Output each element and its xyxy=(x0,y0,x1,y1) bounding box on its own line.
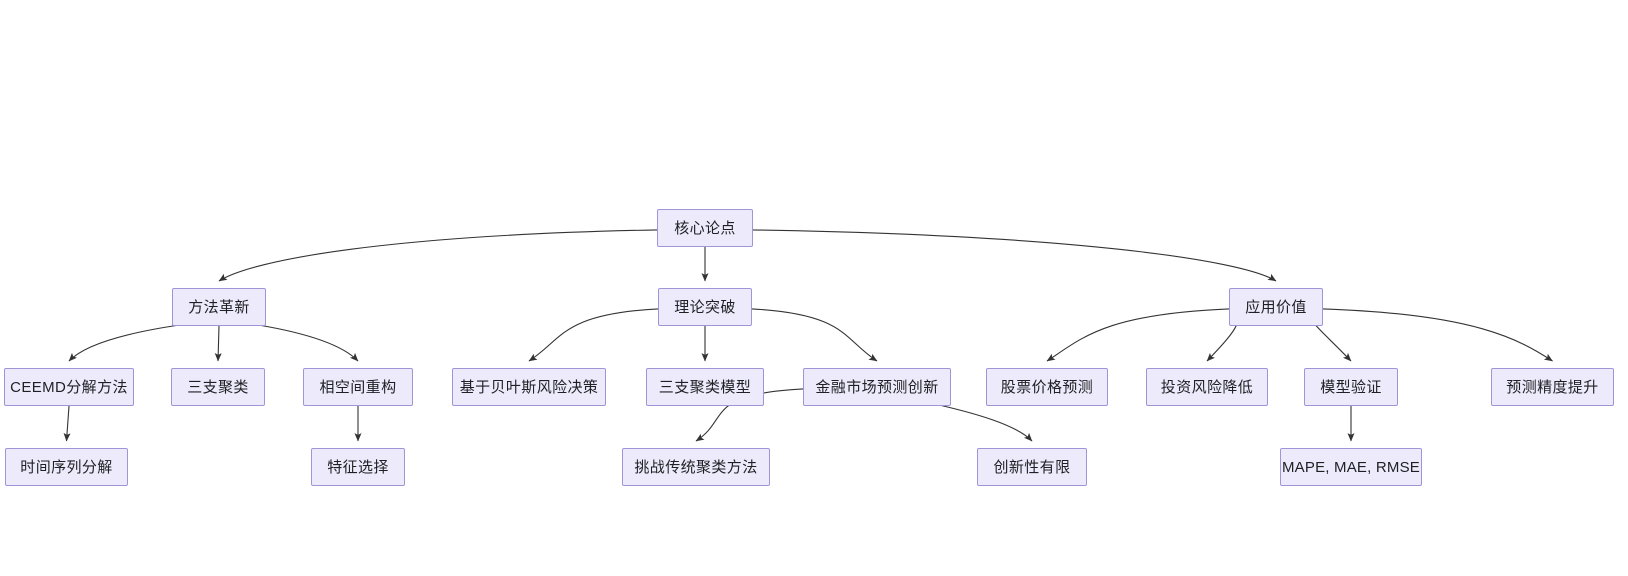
node-c1[interactable]: CEEMD分解方法 xyxy=(4,368,134,406)
node-d3[interactable]: 挑战传统聚类方法 xyxy=(622,448,770,486)
node-c9[interactable]: 模型验证 xyxy=(1304,368,1398,406)
node-c3[interactable]: 相空间重构 xyxy=(303,368,413,406)
node-label: 理论突破 xyxy=(674,298,736,316)
node-label: 应用价值 xyxy=(1245,298,1307,316)
node-label: 模型验证 xyxy=(1320,378,1382,396)
node-label: 三支聚类模型 xyxy=(658,378,752,396)
node-label: 创新性有限 xyxy=(993,458,1071,476)
node-label: 预测精度提升 xyxy=(1506,378,1599,396)
node-c8[interactable]: 投资风险降低 xyxy=(1146,368,1268,406)
node-c2[interactable]: 三支聚类 xyxy=(171,368,265,406)
node-root[interactable]: 核心论点 xyxy=(657,209,753,247)
node-c10[interactable]: 预测精度提升 xyxy=(1491,368,1614,406)
node-label: 时间序列分解 xyxy=(20,458,113,476)
node-label: 挑战传统聚类方法 xyxy=(634,458,758,476)
node-d2[interactable]: 特征选择 xyxy=(311,448,405,486)
node-label: 投资风险降低 xyxy=(1160,378,1254,396)
node-d5[interactable]: MAPE, MAE, RMSE xyxy=(1280,448,1422,486)
node-label: 金融市场预测创新 xyxy=(815,378,939,396)
node-label: CEEMD分解方法 xyxy=(10,378,128,396)
node-label: 方法革新 xyxy=(188,298,250,316)
node-c4[interactable]: 基于贝叶斯风险决策 xyxy=(452,368,606,406)
node-label: 特征选择 xyxy=(327,458,389,476)
node-label: 相空间重构 xyxy=(319,378,397,396)
node-m2[interactable]: 理论突破 xyxy=(658,288,752,326)
node-m1[interactable]: 方法革新 xyxy=(172,288,266,326)
node-d4[interactable]: 创新性有限 xyxy=(977,448,1087,486)
node-m3[interactable]: 应用价值 xyxy=(1229,288,1323,326)
node-d1[interactable]: 时间序列分解 xyxy=(5,448,128,486)
node-label: MAPE, MAE, RMSE xyxy=(1281,458,1421,476)
node-c5[interactable]: 三支聚类模型 xyxy=(646,368,764,406)
node-c7[interactable]: 股票价格预测 xyxy=(986,368,1108,406)
node-label: 核心论点 xyxy=(674,219,736,237)
node-c6[interactable]: 金融市场预测创新 xyxy=(803,368,951,406)
node-label: 基于贝叶斯风险决策 xyxy=(459,378,599,396)
node-label: 三支聚类 xyxy=(187,378,249,396)
node-label: 股票价格预测 xyxy=(1000,378,1094,396)
